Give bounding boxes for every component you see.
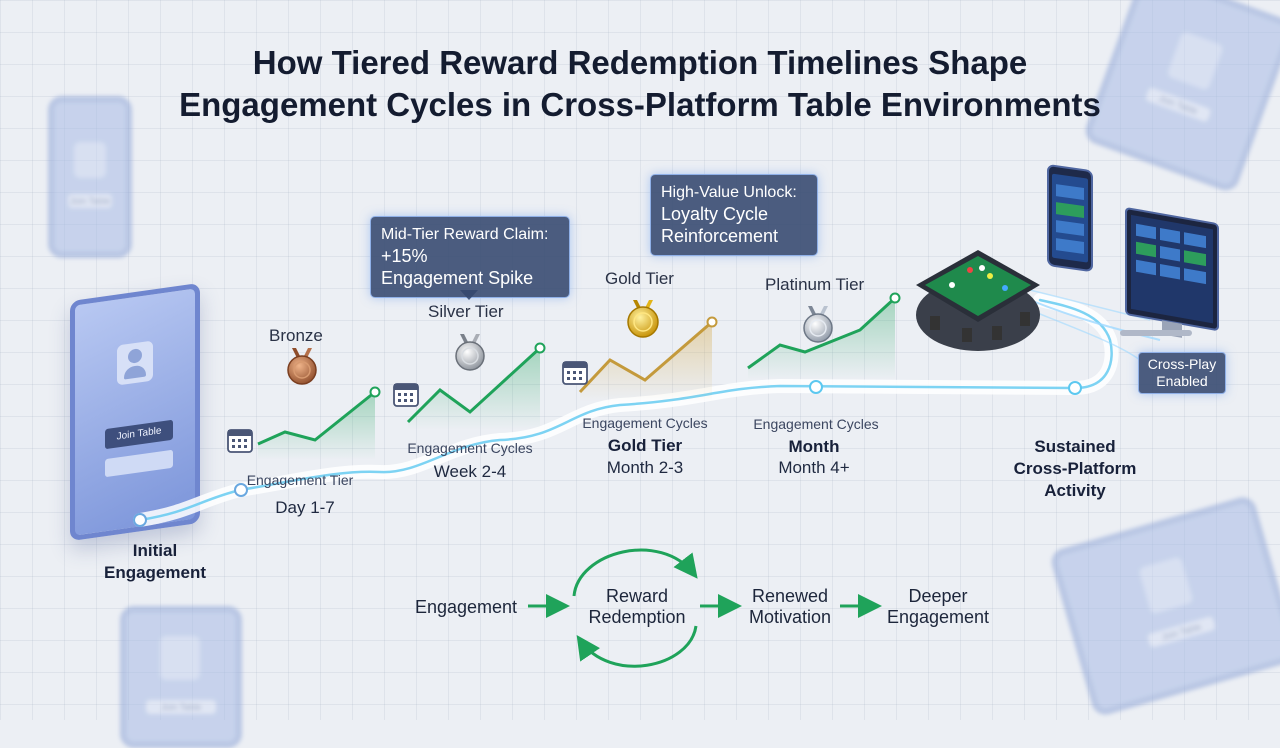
mid-tier-callout-pointer bbox=[460, 290, 478, 300]
tier-label-silver: Silver Tier bbox=[428, 302, 504, 321]
calendar-icon bbox=[562, 361, 588, 385]
stage-1-period: Day 1-7 bbox=[275, 498, 335, 517]
cycle-step-reward-redemption: Reward Redemption bbox=[588, 586, 686, 627]
stage-3-caption: Engagement Cycles bbox=[582, 415, 708, 431]
title-line-1: How Tiered Reward Redemption Timelines S… bbox=[252, 44, 1028, 81]
diagram-svg bbox=[133, 164, 1219, 668]
cycle-step-deeper-engagement: Deeper Engagement bbox=[886, 586, 990, 627]
start-label: Initial Engagement bbox=[103, 541, 207, 582]
timeline-node bbox=[809, 380, 823, 394]
desktop-monitor-icon bbox=[1125, 207, 1219, 338]
calendar-icon bbox=[393, 383, 419, 407]
stage-4-tier: Month bbox=[788, 437, 840, 456]
tier-label-gold: Gold Tier bbox=[605, 269, 674, 288]
stage-4-period: Month 4+ bbox=[778, 458, 850, 477]
cycle-step-renewed-motivation: Renewed Motivation bbox=[748, 586, 832, 627]
ghost-phone-left: Join Table bbox=[48, 96, 132, 258]
cross-play-badge: Cross-Play Enabled bbox=[1138, 352, 1226, 394]
poker-table-icon bbox=[916, 250, 1040, 351]
cycle-diagram-arrows bbox=[528, 548, 882, 668]
stage-2-caption: Engagement Cycles bbox=[407, 440, 533, 456]
high-value-callout: High-Value Unlock: Loyalty Cycle Reinfor… bbox=[650, 174, 818, 256]
smartphone-icon bbox=[1047, 164, 1093, 272]
bronze-medal-icon bbox=[287, 348, 317, 385]
silver-growth-line bbox=[406, 342, 546, 430]
timeline-node bbox=[234, 483, 248, 497]
title-line-2: Engagement Cycles in Cross-Platform Tabl… bbox=[179, 86, 1101, 123]
stage-3-period: Month 2-3 bbox=[606, 458, 684, 477]
stage-1-caption: Engagement Tier bbox=[246, 472, 354, 488]
bronze-growth-line bbox=[257, 386, 381, 460]
stage-2-period: Week 2-4 bbox=[433, 462, 507, 481]
timeline-node bbox=[133, 513, 147, 527]
end-label: Sustained Cross-Platform Activity bbox=[1013, 437, 1137, 500]
mid-tier-callout: Mid-Tier Reward Claim: +15% Engagement S… bbox=[370, 216, 570, 298]
cycle-step-engagement: Engagement bbox=[414, 597, 518, 617]
gold-growth-line bbox=[578, 316, 718, 402]
calendar-icon bbox=[227, 429, 253, 453]
platinum-growth-line bbox=[747, 292, 901, 380]
timeline-ribbon bbox=[133, 289, 1161, 527]
monitor-stand bbox=[1120, 330, 1192, 336]
gold-medal-icon bbox=[627, 300, 659, 338]
silver-medal-icon bbox=[455, 334, 485, 371]
tier-label-bronze: Bronze bbox=[269, 326, 323, 345]
timeline-node bbox=[1068, 381, 1082, 395]
stage-3-tier: Gold Tier bbox=[607, 436, 683, 455]
platinum-medal-icon bbox=[803, 306, 833, 343]
tier-label-platinum: Platinum Tier bbox=[765, 275, 865, 294]
stage-4-caption: Engagement Cycles bbox=[753, 416, 879, 432]
